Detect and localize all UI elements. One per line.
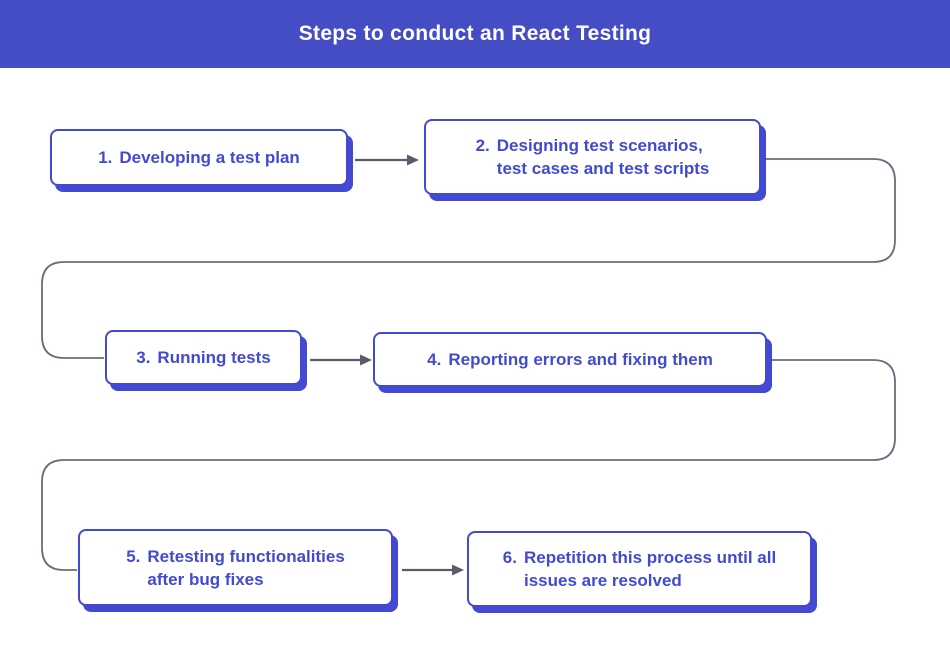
step-label: Running tests (157, 348, 271, 367)
connector-path-2-3 (41, 158, 896, 359)
arrowhead-3-4-icon (360, 354, 372, 366)
step-number: 5. (126, 546, 141, 566)
step-label: issues are resolved (523, 571, 682, 590)
step-label: after bug fixes (147, 569, 264, 589)
step-box-1: 1. Developing a test plan (50, 129, 348, 186)
step-box-3: 3. Running tests (105, 330, 302, 385)
step-box-4: 4. Reporting errors and fixing them (373, 332, 767, 387)
arrowhead-1-2-icon (407, 154, 419, 166)
step-number: 3. (136, 348, 151, 367)
step-box-5: 5. Retesting functionalities after bug f… (78, 529, 393, 606)
step-label: Reporting errors and fixing them (448, 350, 713, 369)
step-box-2: 2. Designing test scenarios, test cases … (424, 119, 761, 195)
header-banner: Steps to conduct an React Testing (0, 0, 950, 68)
step-label: Retesting functionalities (147, 546, 345, 566)
connector-path-4-5 (41, 359, 896, 571)
page-title: Steps to conduct an React Testing (298, 22, 652, 45)
step-label: Developing a test plan (119, 148, 300, 167)
step-number: 1. (98, 148, 113, 167)
step-box-6: 6. Repetition this process until all iss… (467, 531, 812, 607)
step-number: 4. (427, 350, 442, 369)
step-label: Designing test scenarios, (496, 136, 703, 155)
step-number: 6. (502, 548, 517, 567)
step-number: 2. (475, 136, 490, 155)
step-label: test cases and test scripts (496, 159, 710, 178)
arrowhead-5-6-icon (452, 564, 464, 576)
step-label: Repetition this process until all (523, 548, 777, 567)
